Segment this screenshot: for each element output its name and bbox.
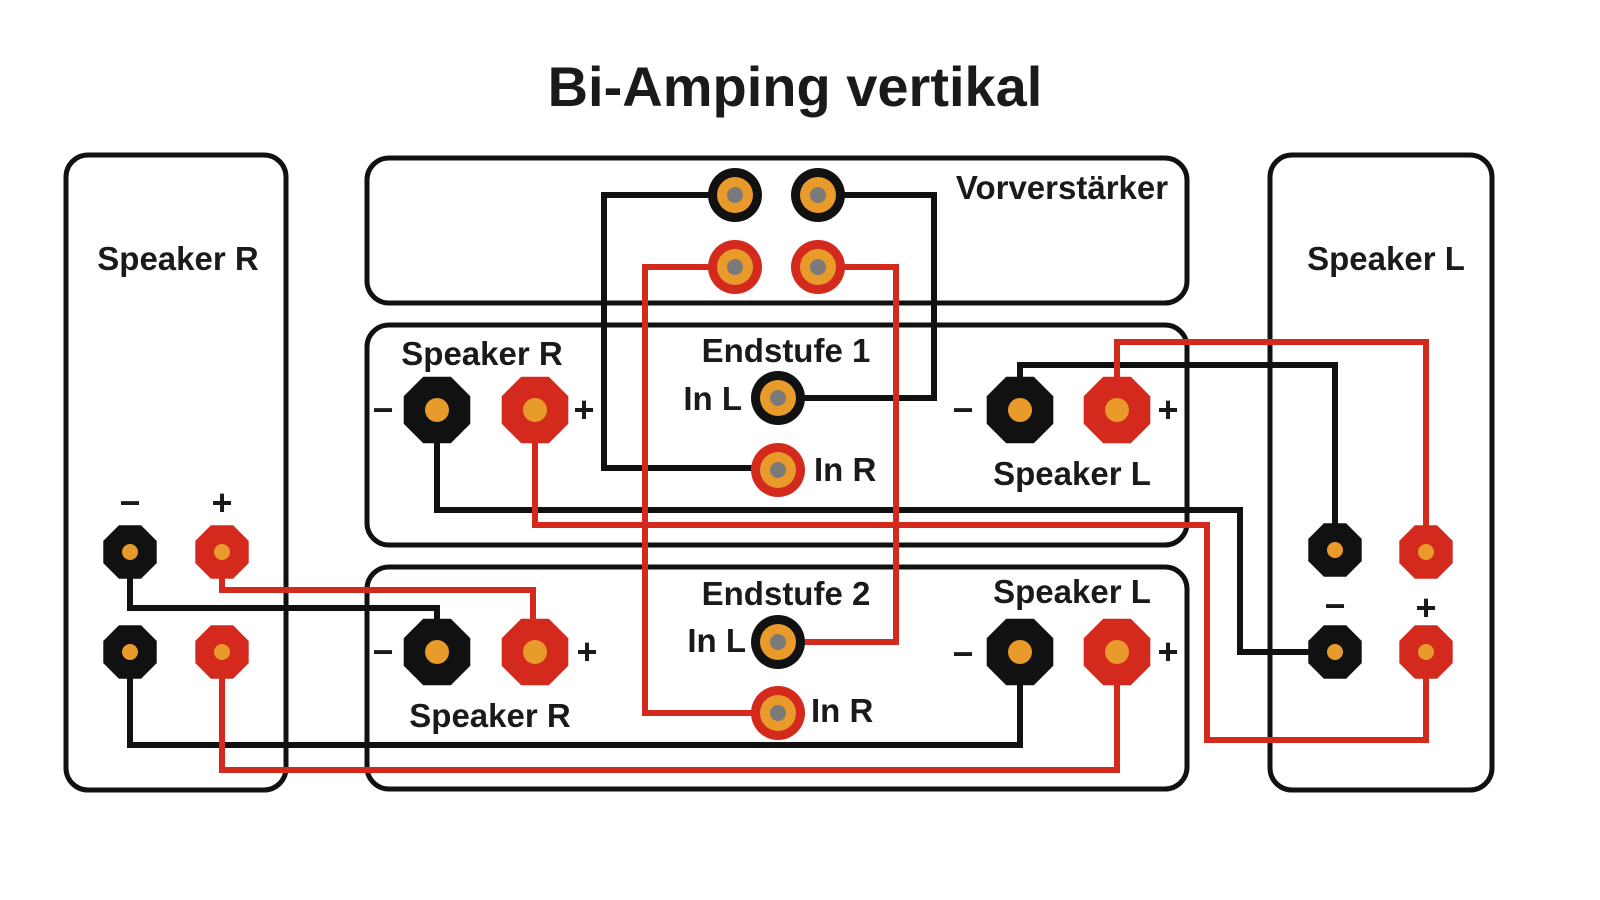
wire-speaker-r-lower-plus-to-amp2-l-plus [219,649,1120,773]
wire-preamp-black-right-to-amp1-in-l [775,192,937,401]
amp1-speaker-r-minus-terminal [403,376,471,444]
speaker-r-plus-sign: + [211,482,232,523]
amp1-speaker-l-plus-terminal [1083,376,1151,444]
amp2-l-plus-sign: + [1157,631,1178,672]
amp2-in-l-label: In L [687,622,746,659]
amp1-terminals [403,376,1151,444]
wire-amp1-l-plus-to-speaker-l-upper-plus [1114,339,1429,555]
amp1-in-r-label: In R [814,451,876,488]
amp1-r-minus-sign: − [372,389,393,430]
amp2-box [364,564,1190,792]
wire-amp1-r-minus-to-speaker-l-lower-minus [434,407,1338,655]
amp2-r-minus-sign: − [372,631,393,672]
amp1-speaker-r-plus-terminal [501,376,569,444]
preamp-label: Vorverstärker [956,169,1168,206]
amp1-label: Endstufe 1 [702,332,871,369]
amp2-in-r-jack [751,686,805,740]
speaker-l-terminals [1308,523,1453,679]
amp2-speaker-l-label: Speaker L [993,573,1151,610]
amp1-r-plus-sign: + [573,389,594,430]
amp1-speaker-l-label: Speaker L [993,455,1151,492]
amp2-in-r-label: In R [811,692,873,729]
speaker-l-minus-sign: − [1324,585,1345,626]
amp1-in-l-label: In L [683,380,742,417]
wire-speaker-r-lower-minus-to-amp2-l-minus [127,649,1023,748]
speaker-r-minus-sign: − [119,482,140,523]
speaker-l-lower-plus-terminal [1399,625,1453,679]
speaker-r-lower-minus-terminal [103,625,157,679]
amp2-r-plus-sign: + [576,631,597,672]
speaker-l-upper-minus-terminal [1308,523,1362,577]
wire-preamp-black-left-to-amp1-in-r [601,192,781,471]
preamp-out-black-left-jack [708,168,762,222]
amp1-speaker-l-minus-terminal [986,376,1054,444]
amp1-in-l-jack [751,371,805,425]
diagram-title: Bi-Amping vertikal [548,55,1043,118]
wire-preamp-red-right-to-amp2-in-l [775,264,899,645]
amp1-l-plus-sign: + [1157,389,1178,430]
preamp-jacks [708,168,845,294]
speaker-r-terminals [103,525,249,679]
speaker-r-upper-plus-terminal [195,525,249,579]
preamp-box [364,155,1190,306]
amp2-speaker-r-plus-terminal [501,618,569,686]
amp2-in-l-jack [751,615,805,669]
speaker-r-label: Speaker R [97,240,259,277]
preamp-out-red-right-jack [791,240,845,294]
amp2-speaker-l-minus-terminal [986,618,1054,686]
amp2-terminals [403,618,1151,686]
speaker-l-lower-minus-terminal [1308,625,1362,679]
wire-preamp-red-left-to-amp2-in-r [642,264,781,716]
speaker-l-box [1267,152,1495,793]
amp1-box [364,322,1190,548]
speaker-r-lower-plus-terminal [195,625,249,679]
wire-amp1-r-plus-to-speaker-l-lower-plus [532,407,1429,743]
amp1-speaker-r-label: Speaker R [401,335,563,372]
amp2-label: Endstufe 2 [702,575,871,612]
preamp-out-red-left-jack [708,240,762,294]
speaker-l-upper-plus-terminal [1399,525,1453,579]
amp2-speaker-r-label: Speaker R [409,697,571,734]
amp2-speaker-l-plus-terminal [1083,618,1151,686]
amp2-speaker-r-minus-terminal [403,618,471,686]
speaker-r-box [63,152,289,793]
speaker-l-plus-sign: + [1415,587,1436,628]
amp2-l-minus-sign: − [952,633,973,674]
amp1-l-minus-sign: − [952,389,973,430]
amp1-in-r-jack [751,443,805,497]
speaker-r-upper-minus-terminal [103,525,157,579]
speaker-l-label: Speaker L [1307,240,1465,277]
preamp-out-black-right-jack [791,168,845,222]
